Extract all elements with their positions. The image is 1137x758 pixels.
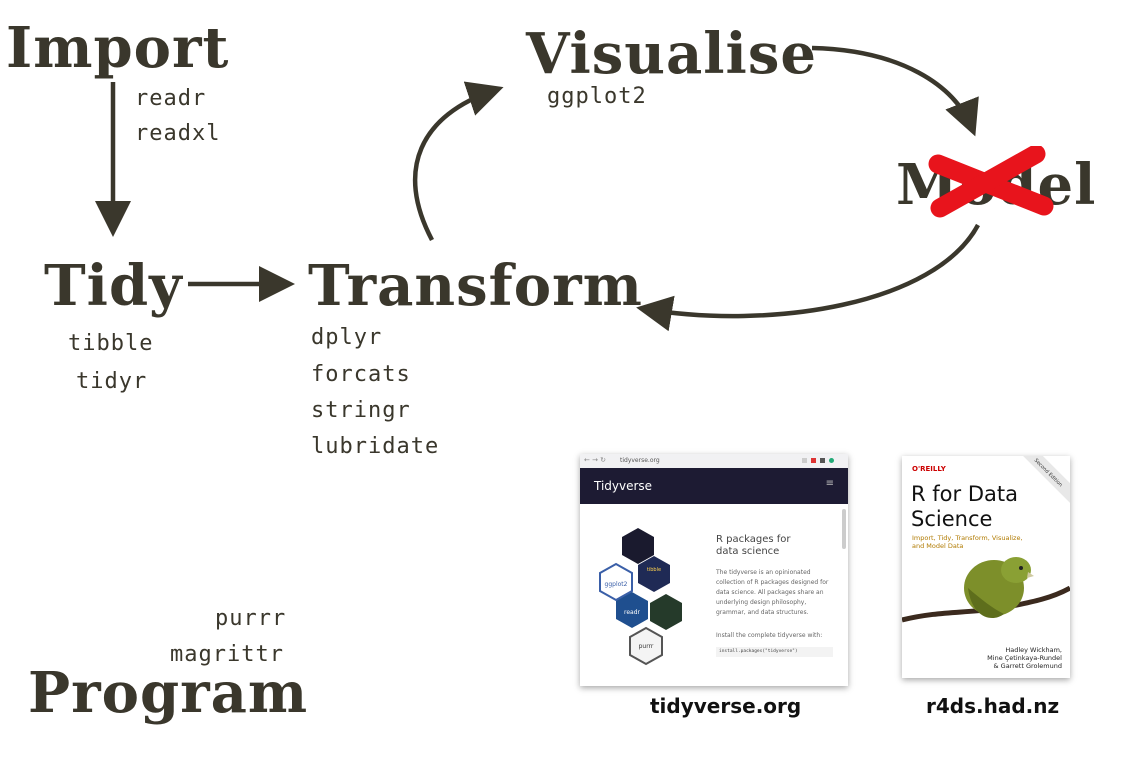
book-author-2: Mine Çetinkaya-Rundel	[987, 654, 1062, 662]
caption-tidyverse-site: tidyverse.org	[650, 694, 802, 718]
book-title-line2: Science	[911, 507, 993, 531]
kakapo-beak	[1027, 572, 1034, 578]
r4ds-book-cover[interactable]: Second Edition O'REILLY R for Data Scien…	[902, 456, 1070, 678]
pkg-stringr: stringr	[311, 398, 411, 423]
hex-sticker-right	[650, 594, 682, 630]
pkg-magrittr: magrittr	[170, 642, 284, 667]
kakapo-bird-illustration	[902, 557, 1070, 623]
model-strikethrough-cross	[928, 146, 1054, 218]
tidyverse-site-thumbnail[interactable]: ← → ↻ tidyverse.org Tidyverse ≡ ggplot2 …	[580, 454, 848, 686]
book-author-3: & Garrett Grolemund	[993, 662, 1062, 670]
browser-extension-icons	[802, 458, 842, 464]
site-header: Tidyverse ≡	[580, 468, 848, 504]
hex-sticker-readr	[616, 592, 648, 628]
arrow-visualise-to-model	[811, 45, 979, 137]
kakapo-wing	[968, 588, 1004, 619]
book-subtitle: Import, Tidy, Transform, Visualize, and …	[912, 534, 1023, 550]
kakapo-head	[1001, 557, 1031, 583]
pkg-tidyr: tidyr	[76, 369, 148, 394]
stage-import: Import	[6, 15, 230, 81]
hex-sticker-ggplot2	[599, 562, 633, 602]
stage-program: Program	[28, 660, 309, 726]
stage-tidy: Tidy	[44, 253, 183, 319]
install-label: Install the complete tidyverse with:	[716, 632, 823, 639]
pkg-readr: readr	[135, 86, 207, 111]
hex-label-ggplot2: ggplot2	[605, 581, 628, 588]
browser-url: tidyverse.org	[620, 457, 660, 464]
pkg-forcats: forcats	[311, 362, 411, 387]
caption-r4ds: r4ds.had.nz	[926, 694, 1060, 718]
pkg-ggplot2: ggplot2	[547, 84, 647, 109]
site-heading: R packages for data science	[716, 534, 791, 557]
pkg-dplyr: dplyr	[311, 325, 383, 350]
site-scrollbar[interactable]	[842, 509, 846, 549]
book-publisher: O'REILLY	[912, 465, 946, 473]
browser-nav-icons: ← → ↻	[584, 456, 607, 464]
hex-label-readr: readr	[624, 609, 641, 616]
arrow-model-to-transform	[636, 223, 980, 332]
site-brand[interactable]: Tidyverse	[594, 479, 653, 493]
hex-sticker-purrr	[629, 626, 663, 666]
stage-visualise: Visualise	[526, 21, 817, 87]
pkg-tibble: tibble	[68, 331, 154, 356]
hex-sticker-cluster: ggplot2 readr purrr tibble	[599, 528, 682, 666]
hex-label-tibble: tibble	[647, 567, 661, 573]
arrow-transform-to-visualise	[412, 81, 504, 242]
book-title-line1: R for Data	[911, 482, 1018, 506]
pkg-readxl: readxl	[135, 121, 221, 146]
book-author-1: Hadley Wickham,	[1005, 646, 1062, 654]
hex-label-purrr: purrr	[639, 643, 654, 650]
install-code[interactable]: install.packages("tidyverse")	[716, 647, 833, 657]
browser-bar: ← → ↻ tidyverse.org	[580, 454, 848, 469]
kakapo-eye	[1019, 566, 1023, 570]
hex-sticker-tibble	[638, 556, 670, 592]
menu-icon[interactable]: ≡	[825, 478, 834, 489]
hex-sticker-top	[622, 528, 654, 564]
pkg-purrr: purrr	[215, 606, 287, 631]
pkg-lubridate: lubridate	[311, 434, 440, 459]
site-body: The tidyverse is an opinionated collecti…	[716, 569, 829, 616]
stage-transform: Transform	[308, 253, 643, 319]
